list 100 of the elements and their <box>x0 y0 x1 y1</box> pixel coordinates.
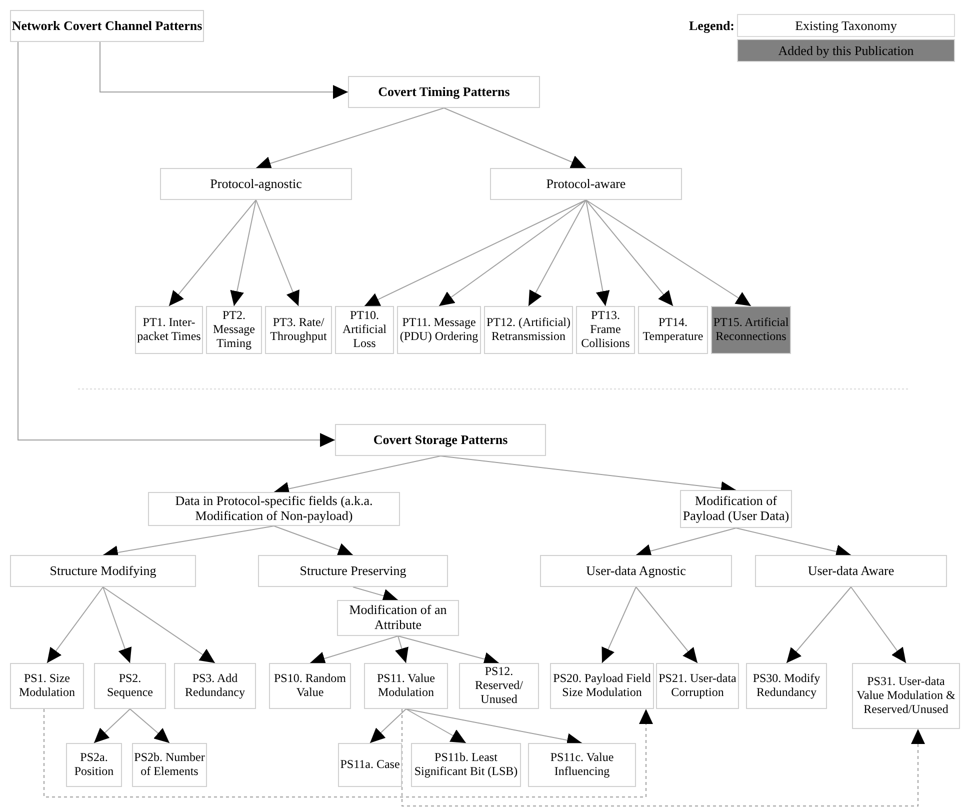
arrow <box>438 200 586 306</box>
arrow <box>402 708 925 806</box>
taxonomy-box <box>10 663 84 709</box>
node-label: Protocol-agnostic <box>210 176 302 192</box>
taxonomy-box <box>348 76 540 108</box>
taxonomy-box <box>484 306 573 354</box>
taxonomy-box <box>10 555 196 587</box>
arrow <box>100 42 348 99</box>
node-label: Covert Timing Patterns <box>378 84 510 100</box>
node-label: PS11a. Case <box>340 758 400 772</box>
node-label: PS2. Sequence <box>106 672 154 700</box>
arrow <box>44 708 653 798</box>
node-label: Modification of an Attribute <box>348 603 448 633</box>
arrow <box>406 708 466 744</box>
taxonomy-box <box>337 600 459 636</box>
arrow <box>310 636 398 666</box>
node-label: PS11b. Least Significant Bit (LSB) <box>413 751 519 779</box>
taxonomy-box <box>711 306 791 354</box>
node-label: PT1. Inter-packet Times <box>136 316 202 344</box>
arrow <box>46 586 104 664</box>
node-label: PS12. Reserved/ Unused <box>474 665 524 707</box>
arrow <box>370 708 406 744</box>
arrow <box>256 200 300 306</box>
node-label: PS2a. Position <box>73 751 115 779</box>
node-label: PS21. User-data Corruption <box>658 672 738 700</box>
legend-title: Legend: <box>689 17 734 35</box>
node-label: PS2b. Number of Elements <box>133 751 206 779</box>
arrow <box>168 200 256 306</box>
arrow <box>395 636 408 664</box>
node-label: Network Covert Channel Patterns <box>12 18 202 34</box>
node-label: PS30. Modify Redundancy <box>752 672 822 700</box>
node-label: PT13. Frame Collisions <box>580 309 631 351</box>
arrow <box>102 586 132 664</box>
node-label: User-data Agnostic <box>586 564 686 578</box>
taxonomy-box <box>206 306 262 354</box>
taxonomy-box <box>66 743 122 787</box>
arrow <box>528 200 586 306</box>
arrow <box>102 586 216 664</box>
taxonomy-box <box>174 663 256 709</box>
taxonomy-box <box>638 306 708 354</box>
taxonomy-box <box>528 743 636 787</box>
node-label: PS11c. Value Influencing <box>549 751 615 779</box>
taxonomy-box <box>656 663 739 709</box>
legend-text: Existing Taxonomy <box>795 16 897 35</box>
taxonomy-box <box>411 743 521 787</box>
arrow <box>636 586 698 664</box>
taxonomy-box <box>135 306 203 354</box>
arrow <box>256 108 444 170</box>
taxonomy-box <box>755 555 947 587</box>
taxonomy-box <box>540 555 732 587</box>
taxonomy-box <box>258 555 448 587</box>
node-label: PT14. Temperature <box>642 316 704 344</box>
node-label: Structure Preserving <box>300 564 406 578</box>
taxonomy-box <box>338 743 402 787</box>
arrow <box>18 42 336 447</box>
taxonomy-box <box>852 663 960 729</box>
node-label: Data in Protocol-specific fields (a.k.a. Modification of Non-payload) <box>174 494 374 524</box>
arrow <box>602 586 636 664</box>
node-label: Covert Storage Patterns <box>373 432 508 448</box>
arrow <box>850 586 906 664</box>
arrow <box>274 526 354 556</box>
arrow <box>444 108 586 169</box>
node-label: Structure Modifying <box>50 564 156 578</box>
node-label: PT12. (Artificial) Retransmission <box>486 316 572 344</box>
arrow <box>130 708 170 744</box>
taxonomy-box <box>10 10 204 42</box>
node-label: PT11. Message (PDU) Ordering <box>398 316 480 344</box>
arrow <box>586 200 674 306</box>
taxonomy-box <box>397 306 481 354</box>
node-label: PS20. Payload Field Size Modulation <box>552 672 652 700</box>
taxonomy-box <box>459 663 539 709</box>
node-label: PS1. Size Modulation <box>18 672 76 700</box>
node-label: PT2. Message Timing <box>212 309 256 351</box>
node-label: PS31. User-data Value Modulation & Reserved/Unused <box>856 675 956 717</box>
arrow <box>230 200 256 306</box>
taxonomy-box <box>269 663 351 709</box>
node-label: PS11. Value Modulation <box>376 672 436 700</box>
taxonomy-box <box>364 663 448 709</box>
taxonomy-box <box>94 663 166 709</box>
node-label: Protocol-aware <box>546 176 626 192</box>
taxonomy-box <box>160 168 352 200</box>
arrow <box>636 528 736 558</box>
arrow <box>586 200 610 306</box>
taxonomy-box <box>746 663 827 709</box>
node-label: PS10. Random Value <box>272 672 347 700</box>
legend-text: Added by this Publication <box>778 42 914 60</box>
arrow <box>586 200 752 306</box>
taxonomy-box <box>148 492 400 526</box>
taxonomy-box <box>335 306 394 354</box>
node-label: PT15. Artificial Reconnections <box>712 316 790 344</box>
taxonomy-box <box>132 743 207 787</box>
taxonomy-box <box>550 663 654 709</box>
arrow <box>364 200 586 306</box>
node-label: PT10. Artificial Loss <box>342 309 388 351</box>
node-label: PT3. Rate/ Throughput <box>269 316 328 344</box>
arrow <box>352 586 398 603</box>
arrow <box>398 636 500 666</box>
taxonomy-box <box>490 168 682 200</box>
taxonomy-box <box>335 424 546 456</box>
node-label: PS3. Add Redundancy <box>184 672 246 700</box>
